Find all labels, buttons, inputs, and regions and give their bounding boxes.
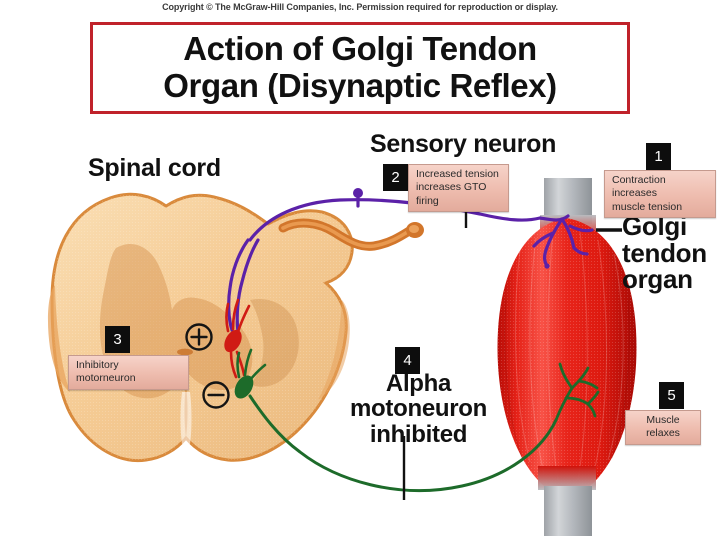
- callout-text-5: Muscle relaxes: [625, 410, 701, 445]
- label-spinal-cord: Spinal cord: [88, 154, 221, 182]
- label-golgi-tendon-organ: Golgi tendon organ: [622, 211, 707, 295]
- callout-text-1: Contraction increases muscle tension: [604, 170, 716, 219]
- callout-badge-4: 4: [395, 347, 420, 374]
- page-title: Action of Golgi Tendon Organ (Disynaptic…: [93, 25, 627, 111]
- title-line-2: Organ (Disynaptic Reflex): [163, 67, 557, 104]
- alpha-motoneuron-path: [234, 348, 600, 493]
- spinal-cord-cross-section: [47, 192, 424, 463]
- lower-tendon: [544, 486, 592, 536]
- callout-badge-2: 2: [383, 164, 408, 191]
- gto-terminal-bouton: [544, 263, 550, 269]
- title-line-1: Action of Golgi Tendon: [183, 30, 537, 68]
- sensory-neuron-path: [227, 188, 594, 334]
- copyright-notice: Copyright © The McGraw-Hill Companies, I…: [162, 2, 558, 12]
- excitatory-symbol: [185, 323, 213, 351]
- skeletal-muscle: [497, 178, 637, 536]
- callout-text-2: Increased tension increases GTO firing: [408, 164, 509, 213]
- label-sensory-neuron: Sensory neuron: [370, 130, 557, 158]
- callout-badge-5: 5: [659, 382, 684, 409]
- inhibitory-symbol: [202, 381, 230, 409]
- callout-text-3: Inhibitory motorneuron: [68, 355, 189, 390]
- excitatory-interneuron: [224, 298, 251, 379]
- title-box: Action of Golgi Tendon Organ (Disynaptic…: [90, 22, 630, 114]
- callout-badge-1: 1: [646, 143, 671, 170]
- label-alpha-motoneuron-inhibited: Alpha motoneuron inhibited: [350, 370, 487, 448]
- callout-badge-3: 3: [105, 326, 130, 353]
